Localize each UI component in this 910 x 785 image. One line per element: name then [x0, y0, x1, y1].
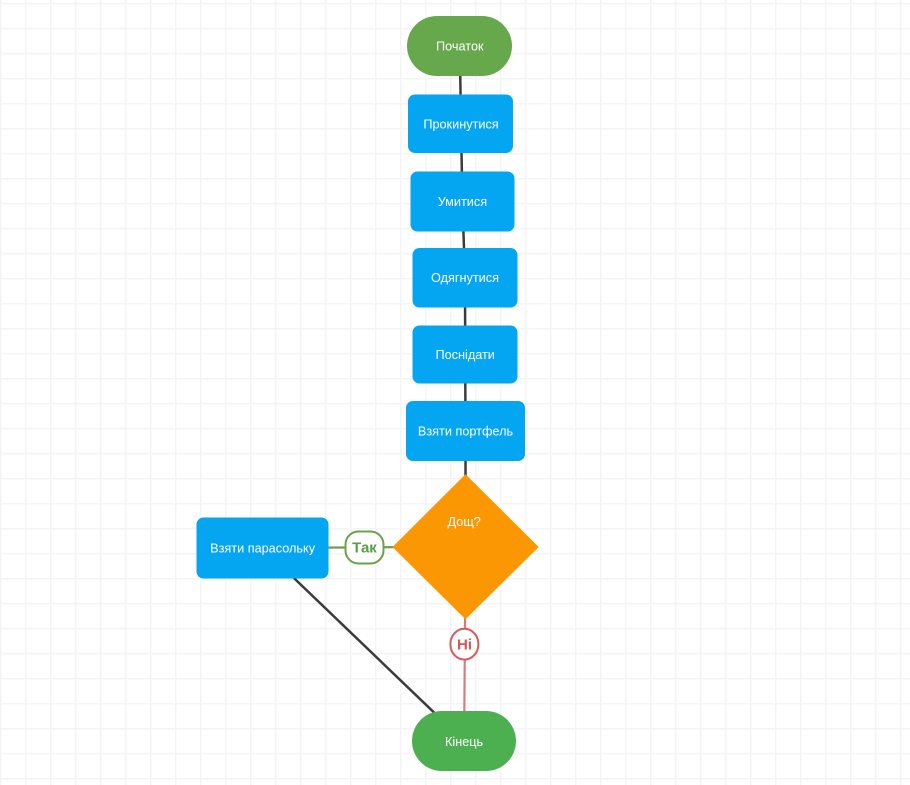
svg-text:Умитися: Умитися — [438, 195, 487, 209]
svg-text:Так: Так — [352, 540, 377, 557]
svg-text:Прокинутися: Прокинутися — [423, 117, 498, 131]
svg-text:Взяти парасольку: Взяти парасольку — [210, 542, 316, 556]
svg-text:Початок: Початок — [436, 40, 484, 54]
svg-text:Кінець: Кінець — [445, 735, 484, 749]
svg-text:Дощ?: Дощ? — [448, 515, 481, 529]
svg-text:Одягнутися: Одягнутися — [431, 271, 499, 285]
svg-text:Поснідати: Поснідати — [435, 348, 494, 362]
svg-text:Ні: Ні — [457, 637, 472, 654]
svg-text:Взяти портфель: Взяти портфель — [418, 425, 514, 439]
